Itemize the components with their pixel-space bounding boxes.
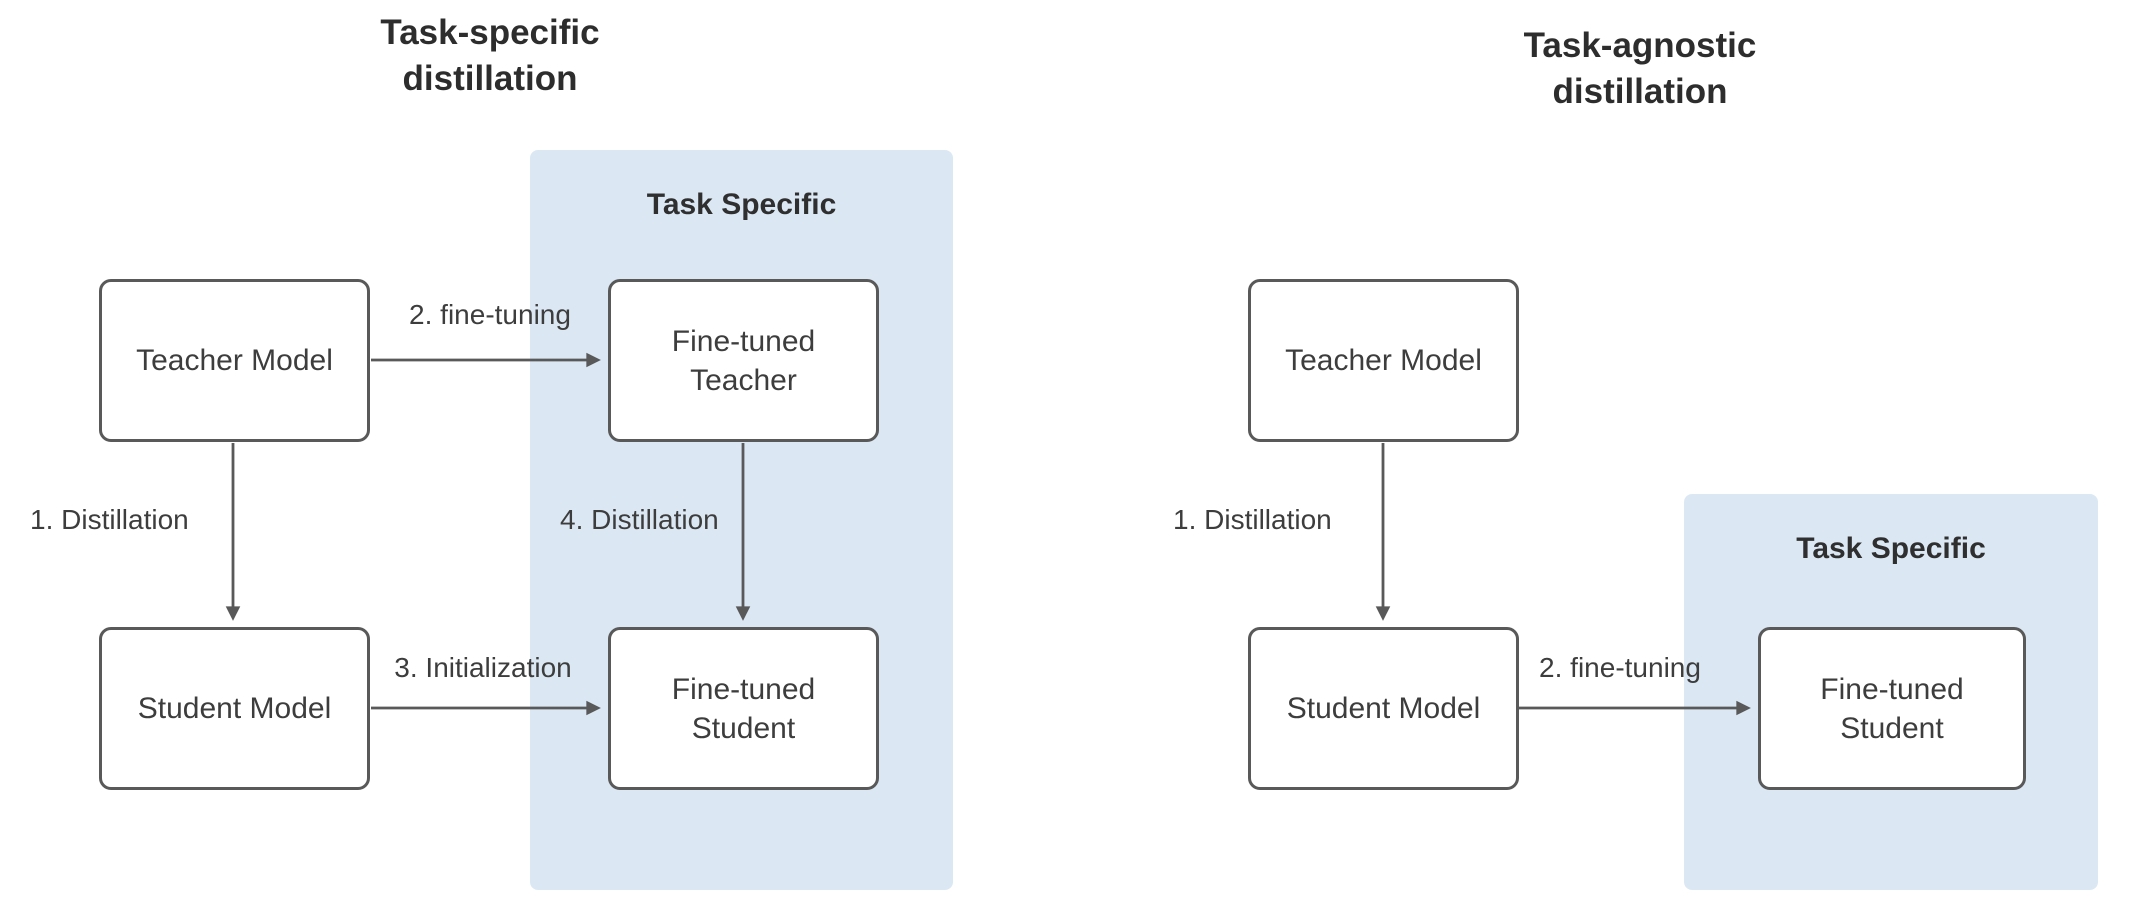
node-fine-tuned-teacher: Fine-tuned Teacher <box>608 279 879 442</box>
node-fine-tuned-student-left: Fine-tuned Student <box>608 627 879 790</box>
node-student-model-left: Student Model <box>99 627 370 790</box>
region-title-left: Task Specific <box>646 188 837 221</box>
node-label-student-model-right: Student Model <box>1286 692 1481 725</box>
edge-label-distillation-2: 4. Distillation <box>560 504 719 535</box>
node-fine-tuned-student-right: Fine-tuned Student <box>1758 627 2026 790</box>
edge-label-fine-tuning-left: 2. fine-tuning <box>409 299 571 330</box>
node-label-teacher-model-left: Teacher Model <box>136 344 333 377</box>
title-task-agnostic-distillation: Task-agnostic distillation <box>1523 26 1757 111</box>
node-teacher-model-left: Teacher Model <box>99 279 370 442</box>
node-student-model-right: Student Model <box>1248 627 1519 790</box>
node-teacher-model-right: Teacher Model <box>1248 279 1519 442</box>
node-label-teacher-model-right: Teacher Model <box>1285 344 1482 377</box>
edge-label-fine-tuning-right: 2. fine-tuning <box>1539 652 1701 683</box>
title-task-specific-distillation: Task-specific distillation <box>380 13 600 98</box>
region-title-right: Task Specific <box>1796 532 1986 565</box>
node-label-fine-tuned-student-right: Fine-tuned Student <box>1820 672 1964 745</box>
task-specific-region-right: Task Specific <box>1684 494 2098 890</box>
node-label-fine-tuned-teacher: Fine-tuned Teacher <box>671 324 816 397</box>
edge-label-distillation-left: 1. Distillation <box>30 504 189 535</box>
edge-label-distillation-right: 1. Distillation <box>1173 504 1332 535</box>
edge-label-initialization: 3. Initialization <box>394 652 572 683</box>
node-label-fine-tuned-student-left: Fine-tuned Student <box>671 672 816 745</box>
node-label-student-model-left: Student Model <box>137 692 332 725</box>
